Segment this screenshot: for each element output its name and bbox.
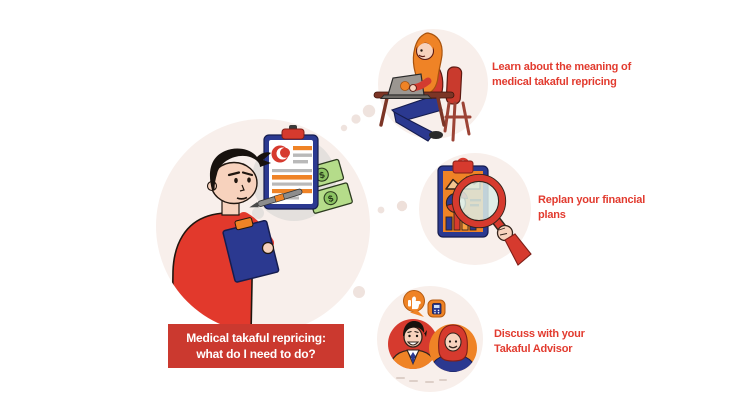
pen-icon: [249, 188, 303, 208]
step-label-learn: Learn about the meaning of medical takaf…: [492, 61, 632, 88]
main-scene-illustration: $ $: [156, 119, 370, 333]
discuss-illustration: [377, 286, 483, 392]
magnifier-icon: [451, 173, 510, 237]
title-banner-text: Medical takaful repricing: what do I nee…: [186, 331, 326, 361]
svg-text:$: $: [318, 170, 326, 181]
sketch-dashes: [396, 377, 447, 383]
learn-illustration: [373, 29, 488, 142]
step-label-discuss: Discuss with your Takaful Advisor: [494, 328, 585, 355]
woman-laptop-icon: [373, 32, 472, 142]
hand: [261, 241, 275, 255]
svg-text:$: $: [327, 193, 335, 204]
hand-holding-magnifier: [496, 224, 532, 266]
woman-avatar: [429, 324, 477, 372]
thumbs-up-bubble-icon: [403, 290, 425, 317]
step-label-replan: Replan your financial plans: [538, 194, 646, 221]
replan-illustration: [419, 153, 532, 266]
title-banner: Medical takaful repricing: what do I nee…: [168, 324, 344, 368]
calculator-bubble-icon: [427, 299, 446, 318]
policy-document-icon: [263, 125, 319, 210]
